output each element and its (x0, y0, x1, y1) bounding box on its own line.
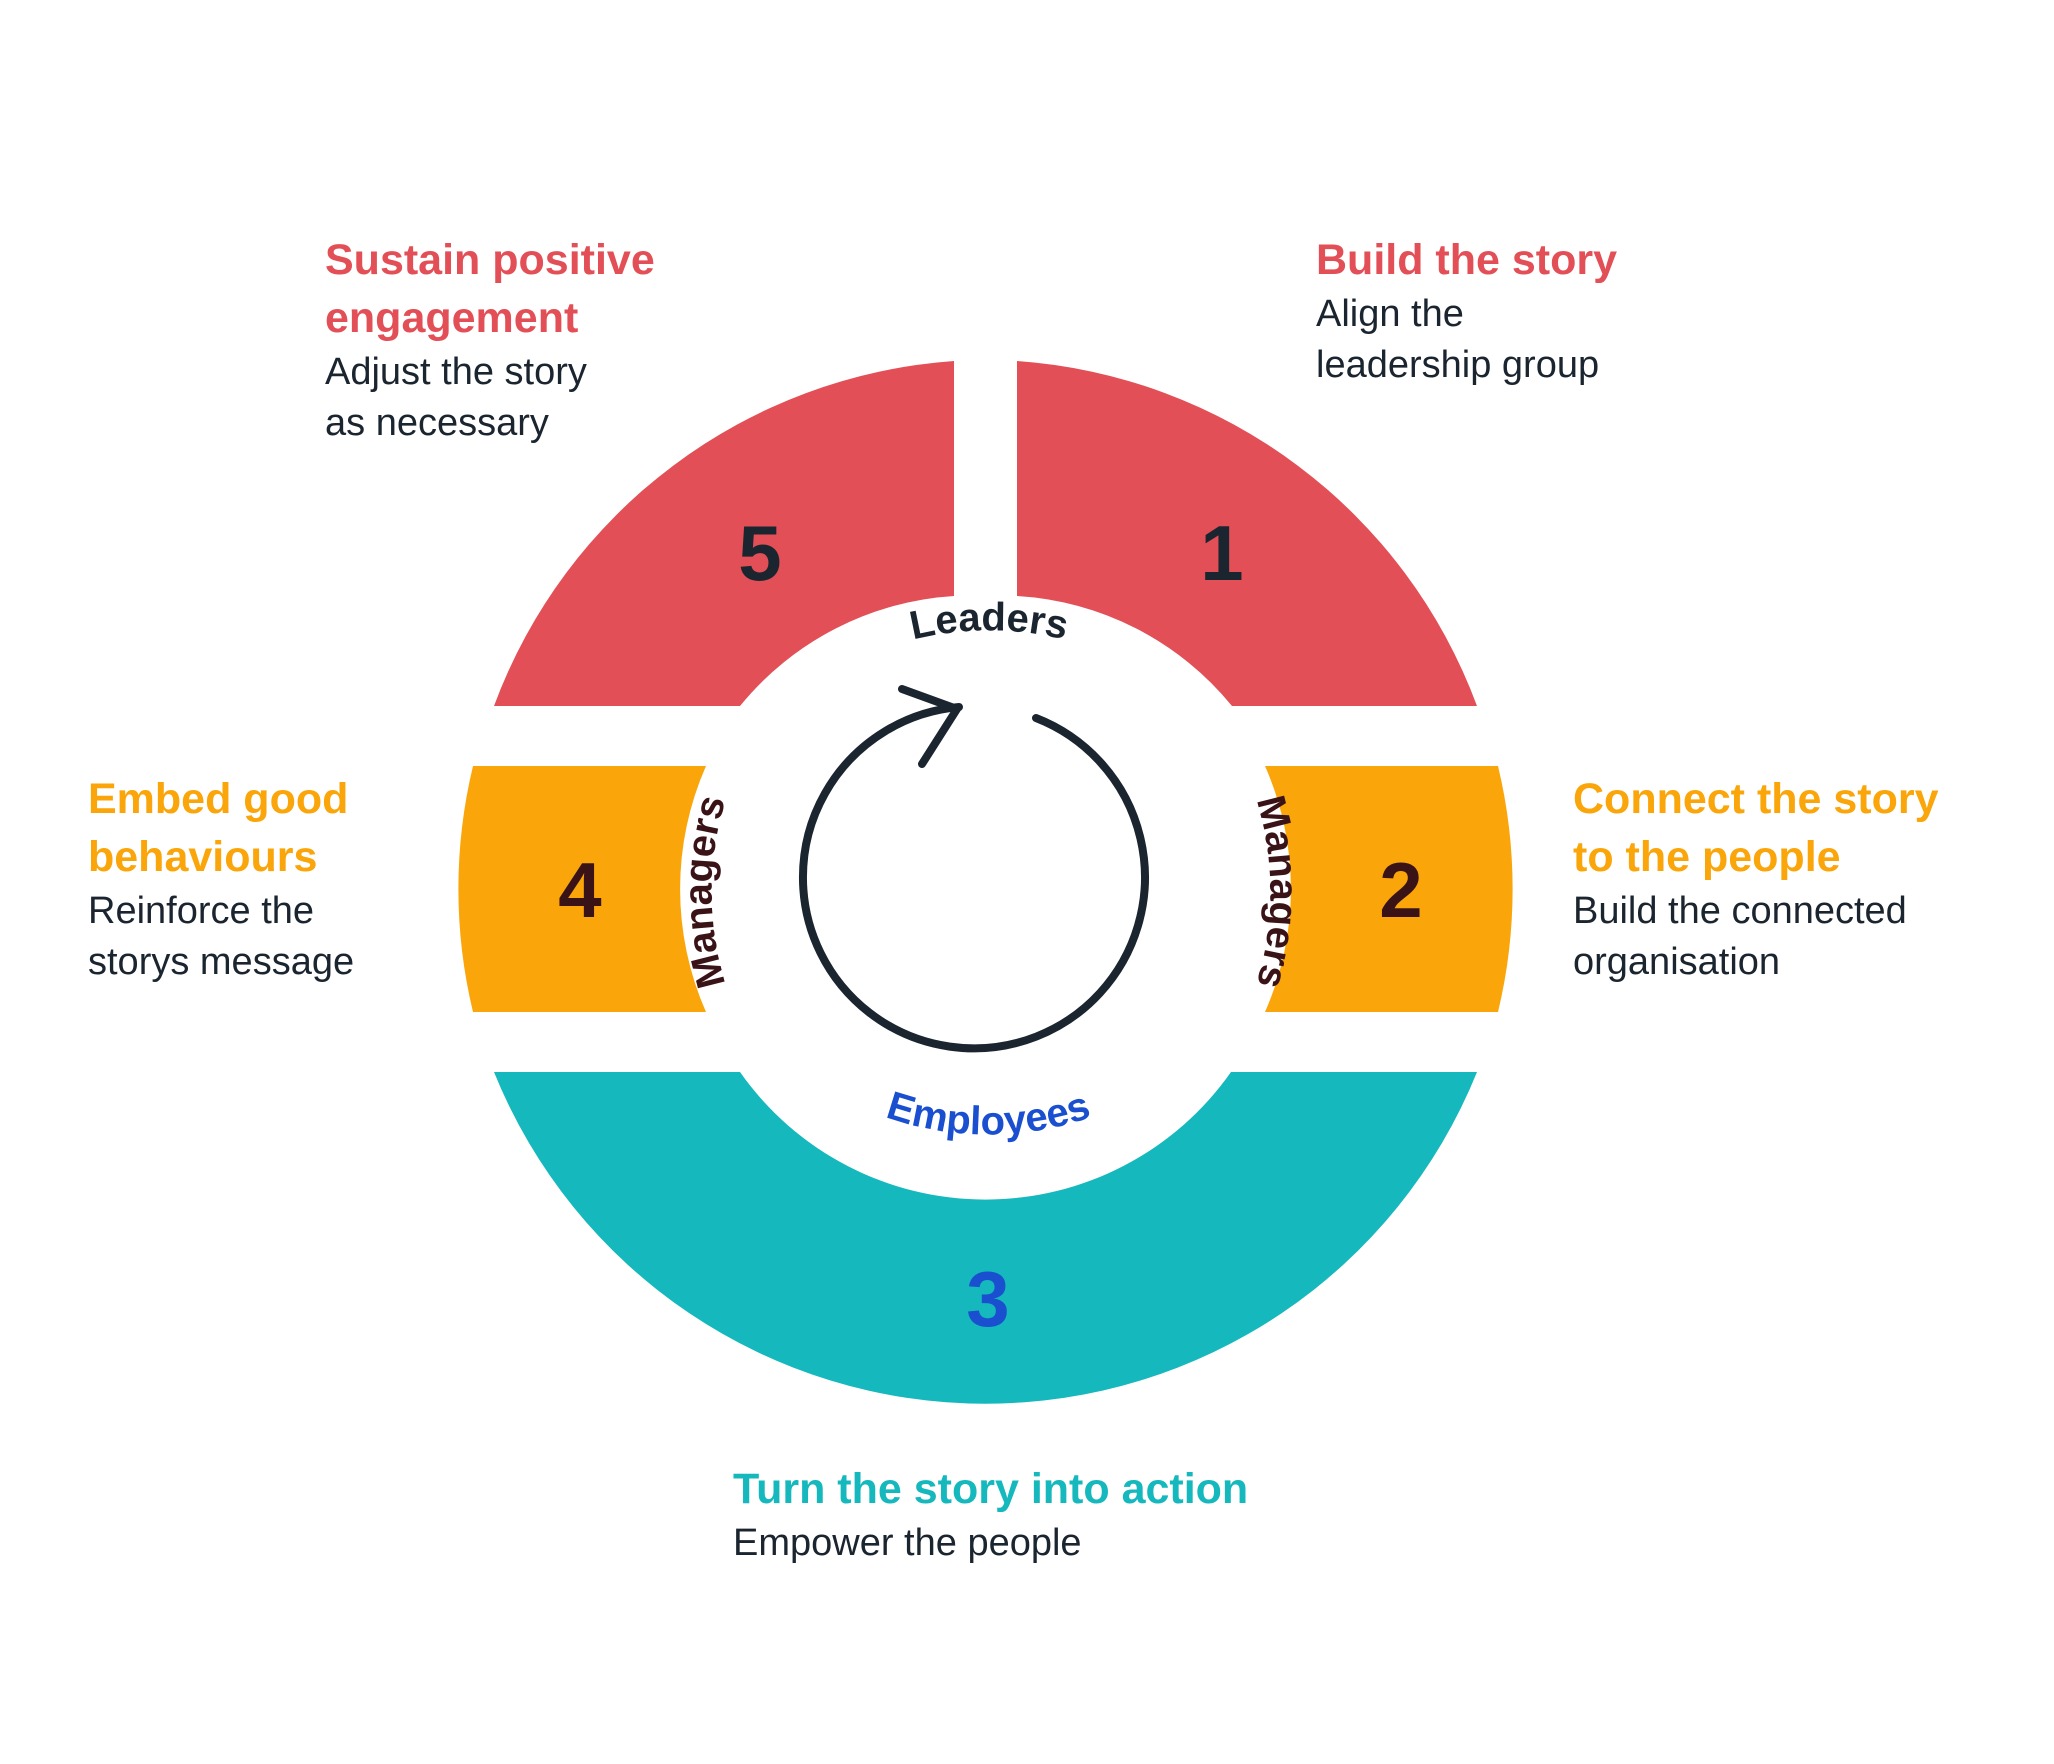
cycle-arrow-stroke (799, 703, 1149, 1053)
step-3-description: Empower the people (733, 1522, 1082, 1564)
segment-2-number: 2 (1379, 846, 1422, 934)
circular-arrow-icon (799, 685, 1149, 1053)
step-5-description: Adjust the story as necessary (325, 351, 587, 444)
employees-label: Employees (882, 1084, 1095, 1144)
segment-5-number: 5 (738, 509, 781, 597)
step-3-title: Turn the story into action (733, 1465, 1249, 1513)
segment-1-shape (1017, 361, 1477, 706)
step-3-text: Turn the story into action Empower the p… (733, 1460, 1248, 1569)
step-2-description: Build the connected organisation (1573, 890, 1907, 983)
managers-right-label: Managers (1248, 791, 1306, 993)
segment-2-shape (1265, 766, 1513, 1012)
cycle-arrowhead (898, 685, 961, 768)
step-1-description: Align the leadership group (1316, 293, 1600, 386)
step-5-text: Sustain positive engagement Adjust the s… (325, 231, 655, 449)
segment-4-number: 4 (558, 846, 601, 934)
segment-3-number: 3 (966, 1255, 1009, 1343)
step-2-text: Connect the story to the people Build th… (1573, 770, 1939, 988)
step-5-title: Sustain positive engagement (325, 236, 655, 342)
step-1-text: Build the story Align the leadership gro… (1316, 231, 1617, 391)
step-2-title: Connect the story to the people (1573, 775, 1939, 881)
leaders-label: Leaders (906, 595, 1072, 648)
step-4-text: Embed good behaviours Reinforce the stor… (88, 770, 354, 988)
segment-4-shape (458, 766, 706, 1012)
segment-5-shape (494, 361, 954, 706)
segment-3-shape (494, 1072, 1477, 1404)
step-4-description: Reinforce the storys message (88, 890, 355, 983)
managers-left-label: Managers (677, 791, 735, 993)
step-4-title: Embed good behaviours (88, 775, 349, 881)
segment-1-number: 1 (1200, 509, 1243, 597)
step-1-title: Build the story (1316, 236, 1618, 284)
